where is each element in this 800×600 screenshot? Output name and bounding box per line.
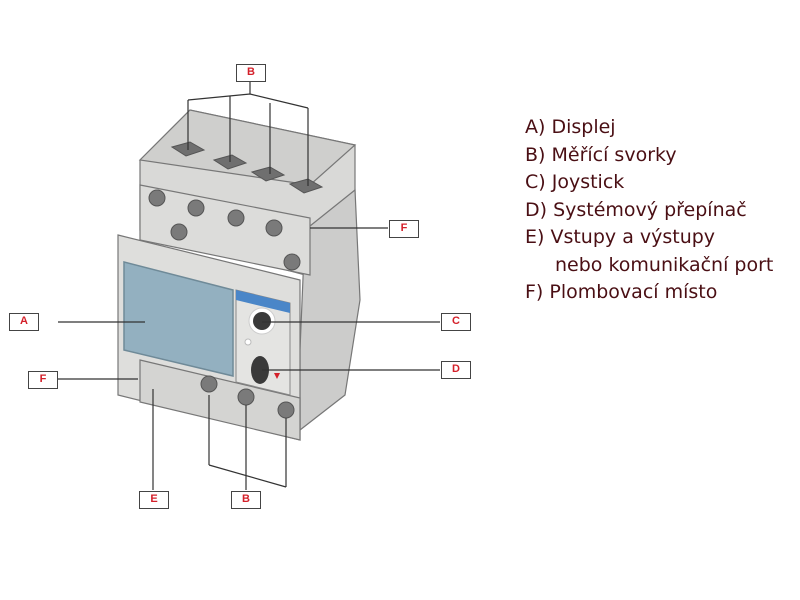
panel-blue-strip bbox=[236, 290, 290, 313]
screw bbox=[283, 253, 301, 271]
logo-mark bbox=[274, 373, 280, 379]
screw bbox=[265, 219, 283, 237]
callout-c: C bbox=[441, 313, 471, 331]
callout-e: E bbox=[139, 491, 169, 509]
legend-item-b: B) Měřící svorky bbox=[525, 143, 677, 166]
screw bbox=[227, 209, 245, 227]
screw bbox=[237, 388, 255, 406]
legend-item-e-continued: nebo komunikační port bbox=[555, 253, 774, 276]
legend-item-e: E) Vstupy a výstupy bbox=[525, 226, 716, 248]
callout-b-top: B bbox=[236, 64, 266, 82]
legend-item-f: F) Plombovací místo bbox=[525, 281, 718, 303]
legend-item-a: A) Displej bbox=[525, 116, 616, 138]
joystick-knob bbox=[253, 312, 271, 330]
status-led bbox=[244, 338, 252, 346]
screw bbox=[277, 401, 295, 419]
terminal-slot bbox=[250, 166, 286, 182]
terminal-screws bbox=[148, 189, 301, 419]
callout-f-left: F bbox=[28, 371, 58, 389]
screw bbox=[170, 223, 188, 241]
screw bbox=[148, 189, 166, 207]
bottom-terminal-block bbox=[139, 359, 301, 441]
legend-item-d: D) Systémový přepínač bbox=[525, 198, 747, 221]
display-screen bbox=[123, 261, 234, 377]
legend: A) Displej B) Měřící svorky C) Joystick … bbox=[525, 114, 773, 307]
screw bbox=[200, 375, 218, 393]
callout-f-right: F bbox=[389, 220, 419, 238]
selector-switch bbox=[251, 356, 269, 384]
callout-d: D bbox=[441, 361, 471, 379]
callout-b-bottom: B bbox=[231, 491, 261, 509]
leader-lines bbox=[58, 82, 440, 490]
screw bbox=[187, 199, 205, 217]
terminal-slot bbox=[288, 178, 324, 194]
callout-a: A bbox=[9, 313, 39, 331]
legend-item-c: C) Joystick bbox=[525, 171, 625, 193]
